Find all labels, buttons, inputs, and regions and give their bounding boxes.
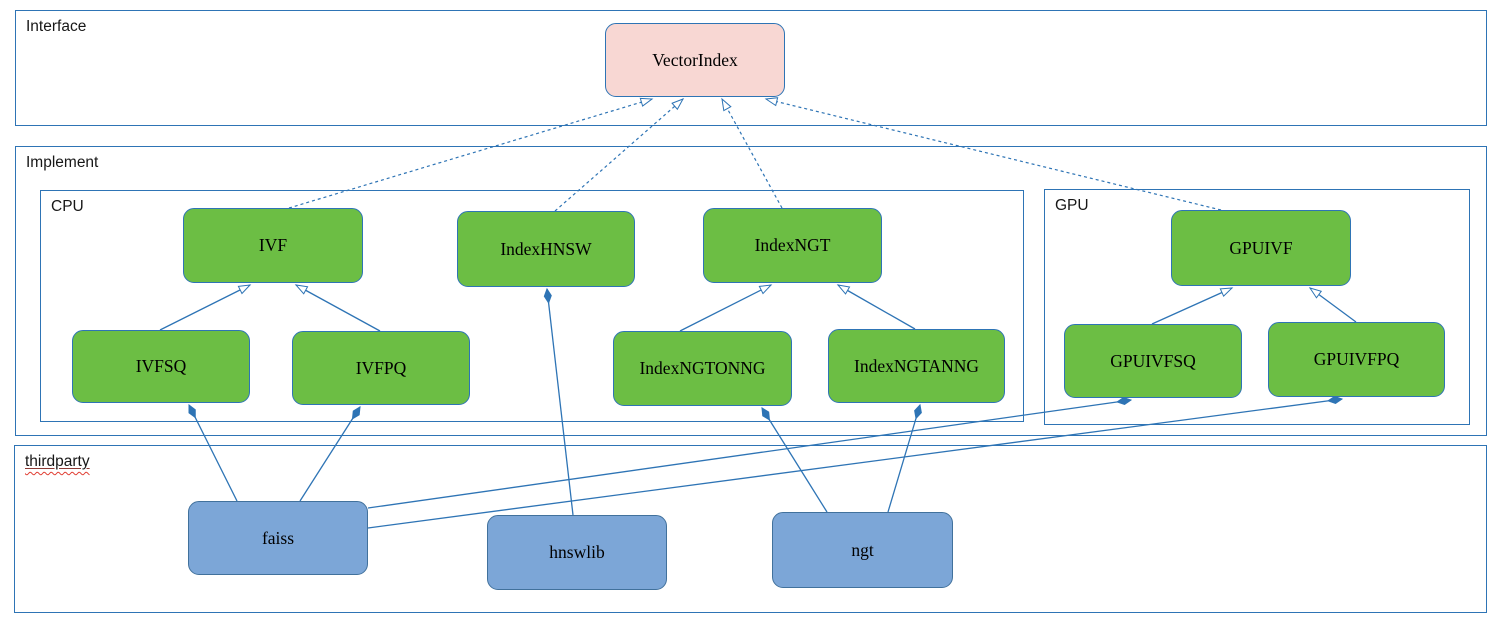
node-faiss[interactable]: faiss [188,501,368,575]
node-gpuivf-label: GPUIVF [1229,237,1293,258]
node-indexngt[interactable]: IndexNGT [703,208,882,283]
node-faiss-label: faiss [261,527,295,548]
node-hnswlib[interactable]: hnswlib [487,515,667,590]
thirdparty-spellcheck-squiggle: thirdparty [25,453,90,470]
container-thirdparty-label: thirdparty [25,453,90,471]
node-indexhnsw[interactable]: IndexHNSW [457,211,635,287]
node-ivfpq-label: IVFPQ [355,357,407,378]
container-cpu-label: CPU [51,198,84,215]
node-gpuivfsq[interactable]: GPUIVFSQ [1064,324,1242,398]
node-ivfsq[interactable]: IVFSQ [72,330,250,403]
node-ngt[interactable]: ngt [772,512,953,588]
container-implement-label: Implement [26,154,99,171]
node-hnswlib-label: hnswlib [549,542,605,562]
node-indexhnsw-label: IndexHNSW [500,238,592,259]
node-indexngt-label: IndexNGT [754,235,831,255]
node-gpuivf[interactable]: GPUIVF [1171,210,1351,286]
container-gpu-label: GPU [1055,197,1089,214]
container-interface-label: Interface [26,18,87,35]
node-indexngtonng[interactable]: IndexNGTONNG [613,331,792,406]
node-indexngtanng-label: IndexNGTANNG [854,355,979,376]
node-indexngtonng-label: IndexNGTONNG [639,358,766,378]
node-indexngtanng[interactable]: IndexNGTANNG [828,329,1005,403]
node-ivfsq-label: IVFSQ [135,356,187,376]
node-ivfpq[interactable]: IVFPQ [292,331,470,405]
node-gpuivfpq[interactable]: GPUIVFPQ [1268,322,1445,397]
node-ivf[interactable]: IVF [183,208,363,283]
node-gpuivfsq-label: GPUIVFSQ [1110,350,1196,371]
node-vectorindex[interactable]: VectorIndex [605,23,785,97]
node-gpuivfpq-label: GPUIVFPQ [1313,349,1400,369]
node-vectorindex-label: VectorIndex [652,49,738,70]
node-ivf-label: IVF [258,235,288,255]
node-ngt-label: ngt [851,539,874,560]
